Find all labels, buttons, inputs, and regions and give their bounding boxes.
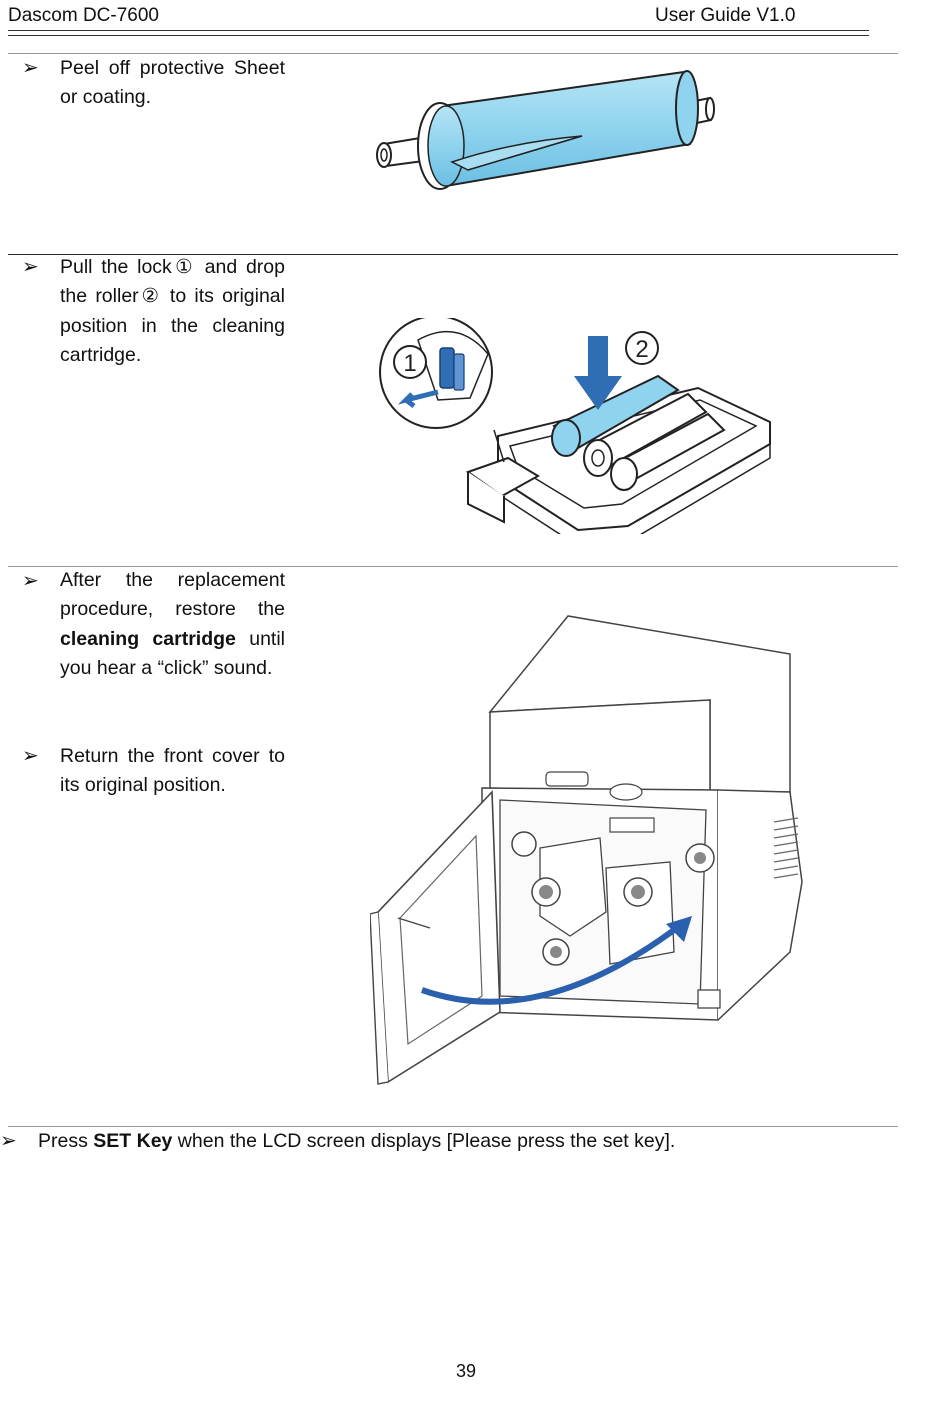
header-divider-thin [8,35,869,36]
bullet-arrow-icon: ➢ [22,745,39,767]
emphasis-set-key: SET Key [93,1130,173,1152]
row-divider [8,566,898,567]
card-printer-illustration [370,615,803,1085]
step-peel-sheet: Peel off protective Sheet or coating. [60,57,285,109]
step-pull-lock: Pull the lock① and drop the roller② to i… [60,256,285,366]
row-divider [8,1126,898,1127]
step-press-set-key: Press SET Key when the LCD screen displa… [38,1130,676,1152]
row-divider [8,254,898,255]
film-roller-illustration [376,70,715,190]
document-version: User Guide V1.0 [655,5,796,26]
emphasis-cleaning-cartridge: cleaning cartridge [60,627,236,650]
step-return-front-cover: Return the front cover to its original p… [60,745,285,797]
header-divider [8,30,869,31]
bullet-arrow-icon: ➢ [0,1130,17,1152]
bullet-arrow-icon: ➢ [22,570,39,592]
callout-label-1: 1 [403,350,416,377]
page-number: 39 [455,1361,477,1381]
bullet-arrow-icon: ➢ [22,256,39,278]
row-divider [8,53,898,54]
step-restore-cartridge: After the replacement procedure, restore… [60,569,285,679]
cleaning-cartridge-illustration: 2 1 [379,318,771,534]
document-title: Dascom DC-7600 [8,5,159,26]
bullet-arrow-icon: ➢ [22,57,39,79]
callout-label-2: 2 [635,336,648,363]
